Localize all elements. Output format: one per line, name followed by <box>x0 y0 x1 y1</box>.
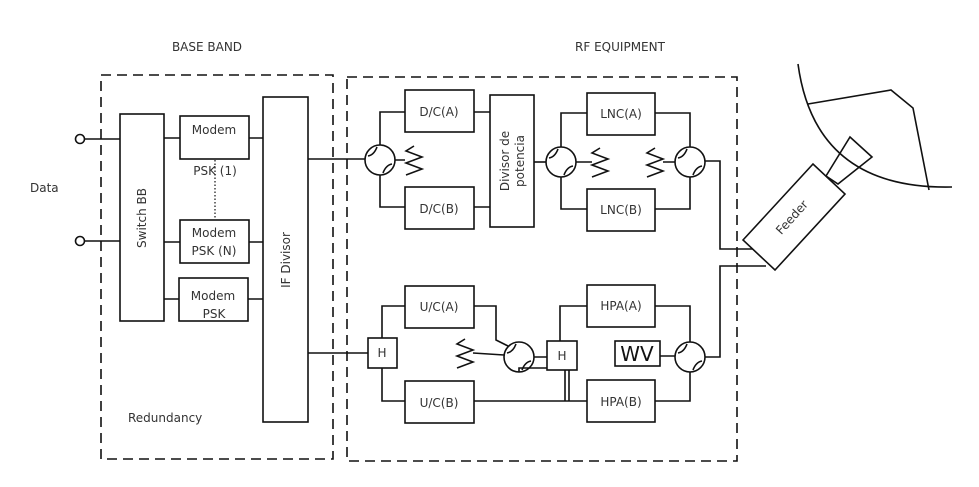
dc-b <box>404 186 475 230</box>
load-resistor-lnc-1 <box>591 147 609 178</box>
hpa-a <box>586 284 656 328</box>
switch-bb-label: Switch BB <box>135 188 149 248</box>
rf-equipment-boundary <box>346 76 738 462</box>
circulator-hpa-out <box>674 341 706 373</box>
rf-equipment-title: RF EQUIPMENT <box>575 40 666 54</box>
modem-1 <box>179 115 250 160</box>
antenna-strut <box>807 89 930 191</box>
uc-b-label: U/C(B) <box>420 396 459 410</box>
hpa-b <box>586 379 656 423</box>
uc-b <box>404 380 475 424</box>
redundancy-label: Redundancy <box>128 411 202 425</box>
dummy-load-label: WV <box>620 342 654 366</box>
dummy-load <box>614 340 661 367</box>
power-divider <box>489 94 535 228</box>
power-divider-label-1: Divisor de <box>498 131 512 191</box>
hpa-b-label: HPA(B) <box>600 395 641 409</box>
load-resistor-dc <box>405 145 423 176</box>
switch-bb <box>119 113 165 322</box>
feeder <box>741 162 847 272</box>
power-divider-label-2: potencia <box>513 135 527 187</box>
circulator-lnc-in <box>545 146 577 178</box>
load-resistor-uc <box>456 338 474 369</box>
data-terminal-1 <box>74 133 86 145</box>
hpa-a-label: HPA(A) <box>600 299 641 313</box>
if-divisor-label: IF Divisor <box>279 232 293 288</box>
base-band-boundary <box>100 74 334 460</box>
circulator-dc <box>364 144 396 176</box>
lnc-a <box>586 92 656 136</box>
uc-a-label: U/C(A) <box>420 300 459 314</box>
data-label: Data <box>30 181 59 195</box>
dc-a-label: D/C(A) <box>419 105 458 119</box>
modem-n-psk-label: PSK (N) <box>192 244 237 258</box>
modem-1-label: Modem <box>192 123 236 137</box>
modem-backup-label: Modem <box>191 289 235 303</box>
modem-n-label: Modem <box>192 226 236 240</box>
hybrid-hpa-label: H <box>557 349 566 363</box>
if-divisor <box>262 96 309 423</box>
data-terminal-2 <box>74 235 86 247</box>
lnc-b-label: LNC(B) <box>600 203 642 217</box>
base-band-title: BASE BAND <box>172 40 242 54</box>
hybrid-uc-label: H <box>377 346 386 360</box>
dc-b-label: D/C(B) <box>419 202 458 216</box>
lnc-a-label: LNC(A) <box>600 107 642 121</box>
antenna-dish <box>797 63 953 188</box>
dc-a <box>404 89 475 133</box>
load-resistor-lnc-2 <box>646 147 664 178</box>
modem-n <box>179 219 250 264</box>
lnc-b <box>586 188 656 232</box>
uc-a <box>404 285 475 329</box>
modem-backup <box>178 277 249 322</box>
hybrid-hpa <box>546 340 578 371</box>
circulator-lnc-out <box>674 146 706 178</box>
modem-backup-psk-label: PSK <box>203 307 227 321</box>
